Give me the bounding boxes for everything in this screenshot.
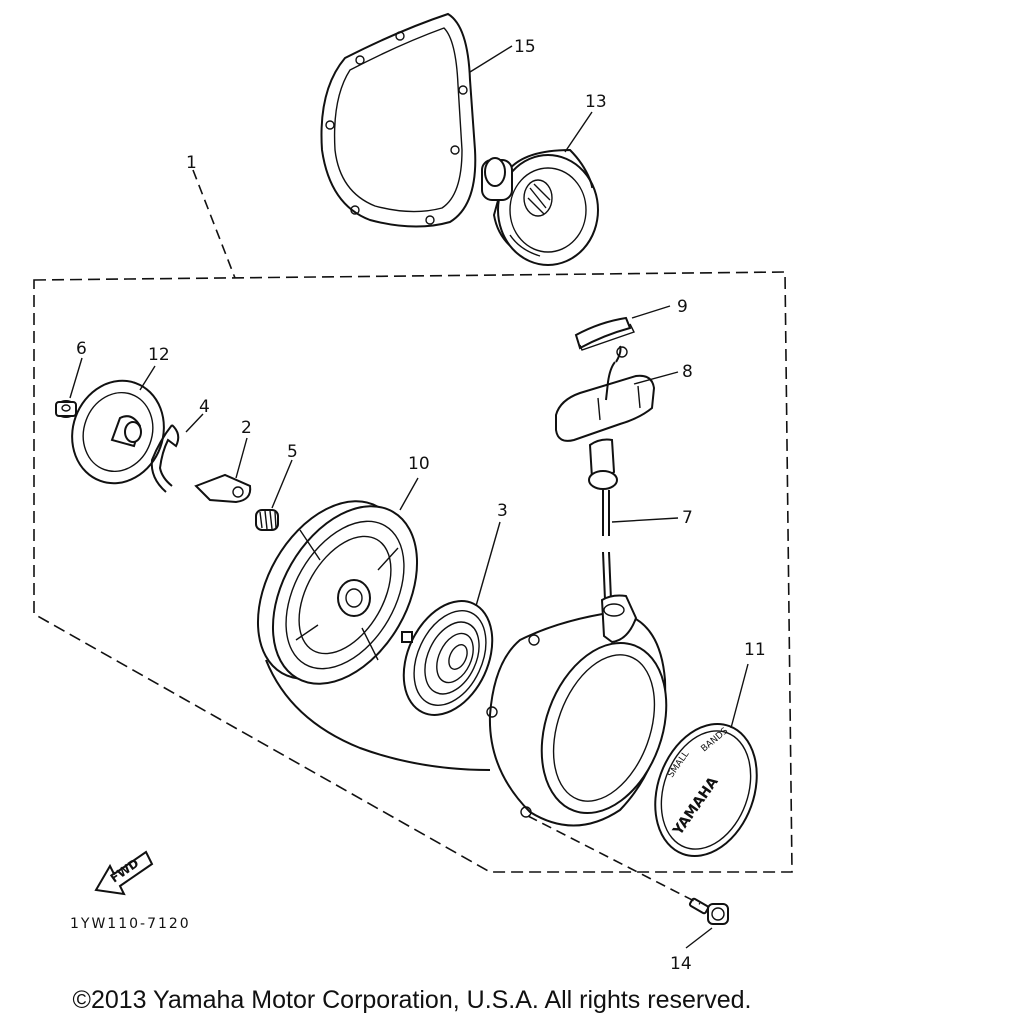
part-8-handle (555, 345, 656, 490)
leader-8 (633, 371, 679, 385)
leader-12 (139, 365, 156, 391)
leader-14b (685, 927, 713, 949)
starter-rope (265, 659, 491, 771)
fwd-label: FWD (108, 856, 142, 885)
part-4-clip (150, 424, 180, 493)
leader-14 (527, 815, 701, 905)
part-7-rope (602, 490, 612, 601)
callout-11: 11 (744, 640, 766, 660)
assembly-boundary (33, 271, 793, 873)
callout-12: 12 (148, 345, 170, 365)
leader-5 (271, 459, 293, 509)
callout-7: 7 (682, 508, 693, 528)
callout-6: 6 (76, 339, 87, 359)
callout-9: 9 (677, 297, 688, 317)
leader-11 (730, 663, 749, 729)
part-6-nut (55, 400, 77, 418)
part-13-drive-plate (481, 148, 599, 266)
part-10-sheave-drum (256, 500, 419, 685)
part-11-emblem: SMALL BANDS YAMAHA (654, 723, 758, 857)
part-12-plate (71, 379, 165, 485)
callout-3: 3 (497, 501, 508, 521)
part-3-recoil-spring (401, 600, 494, 716)
drawing-code: 1YW110-7120 (70, 916, 191, 932)
leader-9 (631, 305, 671, 319)
part-5-spring (255, 509, 279, 531)
leader-10 (399, 477, 419, 511)
callout-8: 8 (682, 362, 693, 382)
leader-13 (564, 111, 593, 153)
callout-15: 15 (514, 37, 536, 57)
leader-4 (185, 413, 204, 433)
part-2-pawl (194, 473, 252, 504)
copyright-notice: ©2013 Yamaha Motor Corporation, U.S.A. A… (72, 986, 752, 1014)
callout-14: 14 (670, 954, 692, 974)
leader-7 (611, 517, 679, 523)
part-9-cap (574, 316, 635, 351)
leader-2 (235, 437, 248, 479)
part-14-bolt (688, 897, 729, 925)
leader-1 (192, 169, 236, 279)
callout-4: 4 (199, 397, 210, 417)
callout-13: 13 (585, 92, 607, 112)
starter-housing (486, 594, 668, 827)
fwd-arrow-icon: FWD (94, 850, 154, 896)
part-15-gasket (320, 12, 477, 228)
leader-3 (475, 521, 501, 607)
callout-5: 5 (287, 442, 298, 462)
leader-15 (469, 45, 513, 73)
leader-6 (69, 357, 83, 399)
callout-2: 2 (241, 418, 252, 438)
callout-10: 10 (408, 454, 430, 474)
callout-1: 1 (186, 153, 197, 173)
